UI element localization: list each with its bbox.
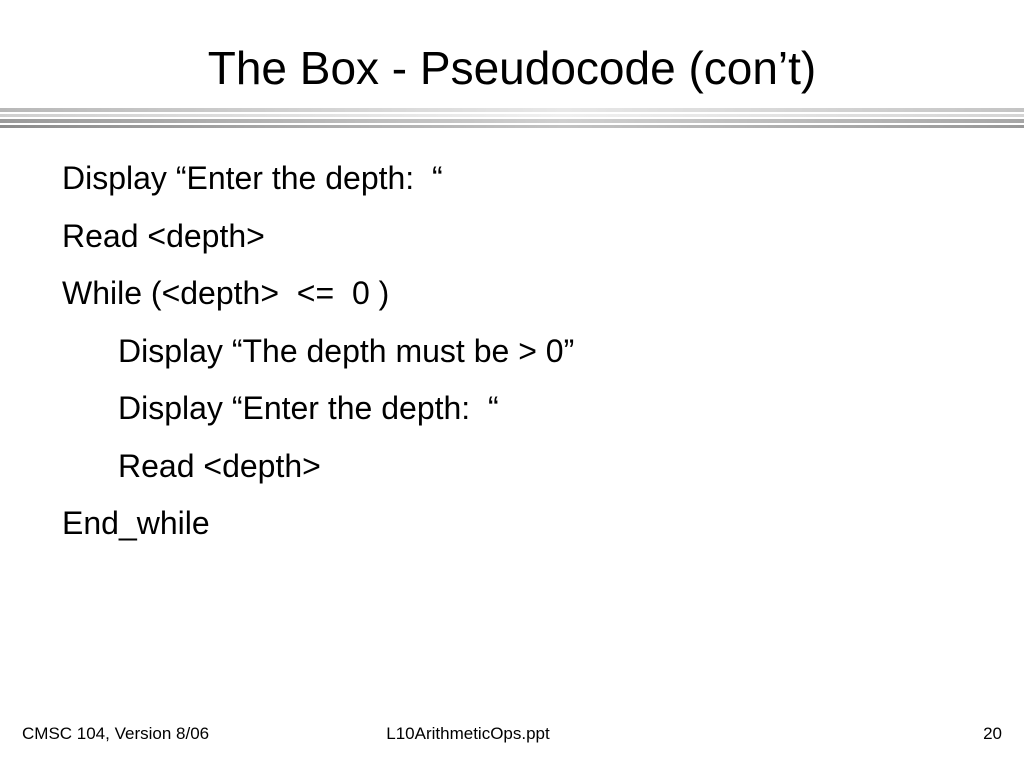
title-divider [0, 108, 1024, 130]
pseudocode-block: Display “Enter the depth: “ Read <depth>… [62, 150, 962, 553]
pseudocode-line: Display “Enter the depth: “ [62, 160, 443, 196]
footer-course: CMSC 104, Version 8/06 [22, 724, 210, 743]
footer-page-number: 20 [983, 724, 1002, 743]
footer-filename: L10ArithmeticOps.ppt [386, 724, 550, 743]
divider-band [0, 125, 1024, 128]
slide-title: The Box - Pseudocode (con’t) [207, 42, 817, 94]
pseudocode-line: While (<depth> <= 0 ) [62, 275, 390, 311]
divider-band [0, 108, 1024, 112]
divider-band [0, 119, 1024, 123]
pseudocode-line-indented: Display “The depth must be > 0” [118, 332, 575, 369]
pseudocode-line: End_while [62, 505, 210, 541]
pseudocode-line-indented: Read <depth> [118, 447, 321, 484]
pseudocode-line-indented: Display “Enter the depth: “ [118, 390, 499, 426]
divider-band [0, 114, 1024, 117]
pseudocode-line: Read <depth> [62, 217, 265, 254]
